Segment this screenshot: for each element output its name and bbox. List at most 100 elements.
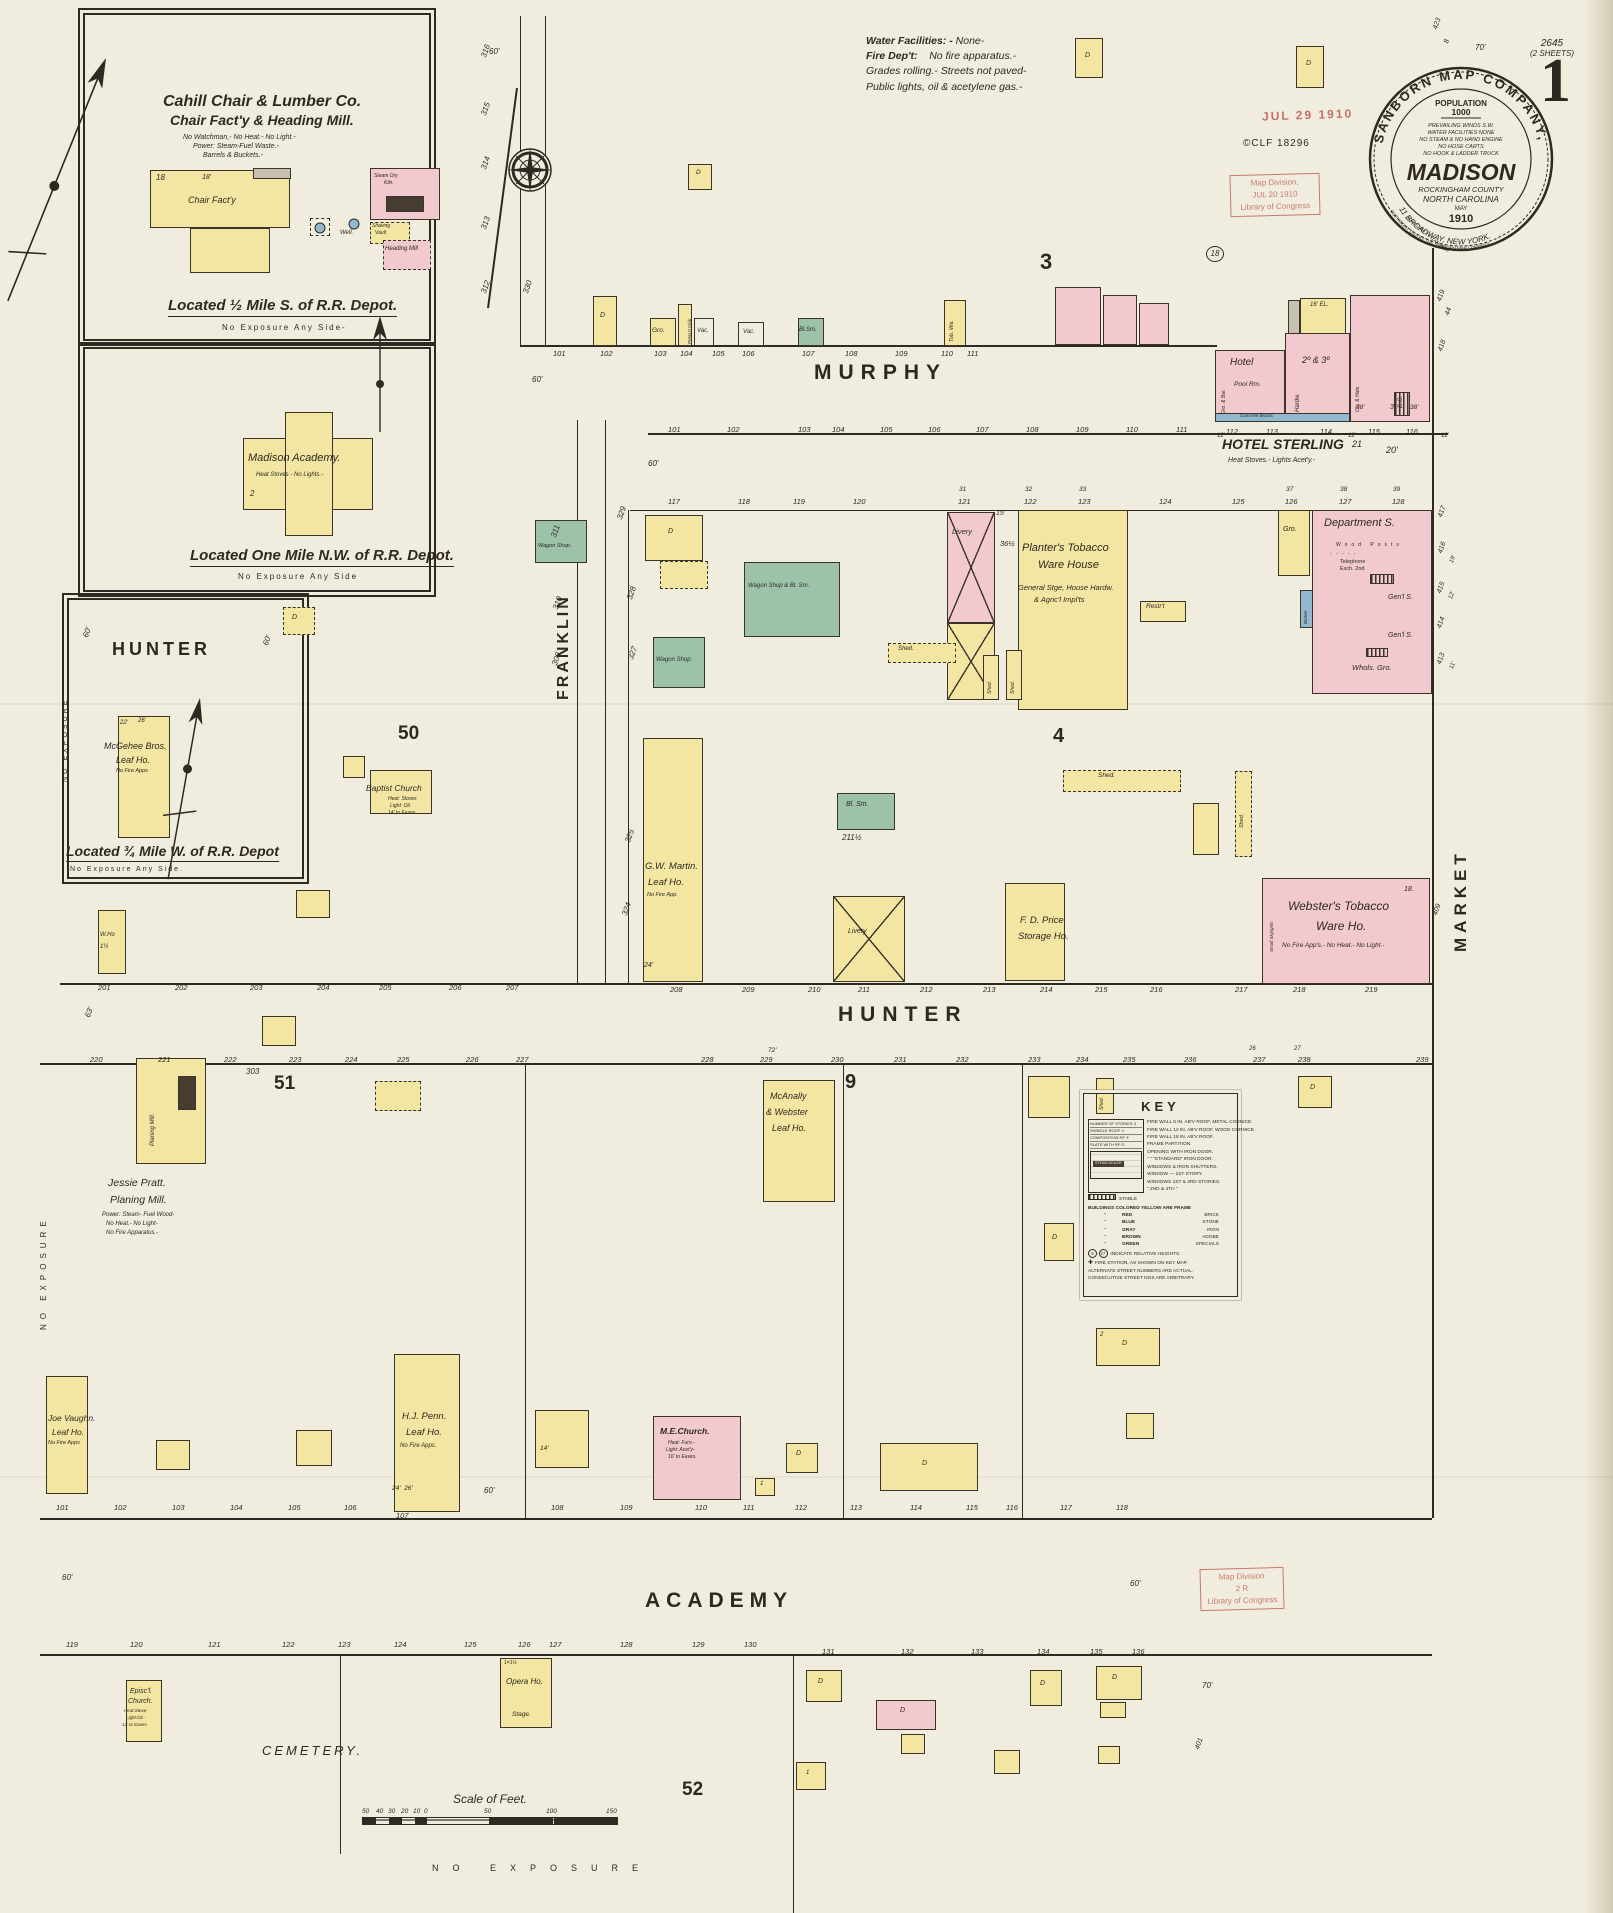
building (1300, 298, 1346, 334)
building (755, 1478, 775, 1496)
map-label: 106 (742, 349, 755, 358)
key-symbol-line: WINDOW — 1ST STORY. (1147, 1172, 1203, 1178)
north-arrow-icon (162, 698, 203, 880)
map-label: 109 (1076, 425, 1089, 434)
key-color-name: BROWN (1122, 1234, 1141, 1240)
map-label: 118 (738, 497, 750, 506)
scale-title: Scale of Feet. (452, 1792, 528, 1806)
me-church-label: M.E.Church. (660, 1426, 710, 1436)
map-label: D (922, 1460, 928, 1467)
opera-house-label: Opera Ho. (506, 1677, 543, 1686)
map-label: 232 (956, 1055, 969, 1064)
building (833, 896, 905, 982)
building (983, 655, 999, 700)
map-label: 26' (138, 718, 146, 724)
map-label: 32 (1025, 486, 1033, 493)
map-label: 220 (90, 1055, 103, 1064)
map-label: 208 (670, 985, 683, 994)
map-label: 101 (668, 425, 681, 434)
received-date-stamp: JUL 29 1910 (1261, 106, 1354, 124)
map-label: 120 (853, 497, 866, 506)
map-label: 316 (479, 43, 493, 59)
map-label: 115 (966, 1503, 978, 1512)
map-label: 103 (654, 349, 667, 358)
map-label: 209 (742, 985, 755, 994)
map-label: Hardw. (1295, 393, 1301, 412)
building (118, 716, 170, 838)
map-label: Storage Ho. (1018, 931, 1069, 942)
department-store-label: Department S. (1324, 517, 1395, 529)
key-color-meaning: SPECIALS (1195, 1241, 1219, 1247)
street-line (628, 510, 630, 983)
map-label: 18. (1404, 886, 1414, 893)
building (500, 1658, 552, 1728)
map-label: Livery (952, 527, 973, 536)
map-label: 16' EL. (1310, 302, 1329, 308)
map-label: Wagon Shop. (538, 543, 572, 549)
block-number-3: 3 (1040, 249, 1053, 274)
map-label: Wagon Shop. (656, 657, 693, 663)
map-label: 218 (1293, 985, 1306, 994)
key-symbol-line: " 2ND & 4TH " (1147, 1186, 1178, 1192)
map-label: 126 (518, 1640, 531, 1649)
inset3-location-note: Located ¾ Mile W. of R.R. Depot (66, 844, 279, 862)
map-label: Leaf Ho. (772, 1123, 807, 1133)
map-label: 223 (289, 1055, 302, 1064)
map-label: Steam Dry (374, 173, 398, 179)
map-label: Heading Mill (385, 246, 419, 252)
map-label: Ware House (1038, 559, 1099, 571)
map-label: NO EXPOSURE (432, 1863, 653, 1873)
cahill-title: Cahill Chair & Lumber Co. (163, 93, 362, 110)
building (1235, 771, 1252, 857)
map-label: 121 (208, 1640, 221, 1649)
map-label: 133 (971, 1647, 984, 1656)
height-marker-18: 18 (1206, 246, 1224, 262)
map-label: Planing Mill. (110, 1194, 167, 1206)
scale-tick: 100 (546, 1808, 557, 1815)
seal-fact: PREVAILING WINDS S.W. (1428, 123, 1494, 129)
map-label: Bl. Sm. (846, 801, 869, 808)
map-label: Light: Acet'y- (666, 1447, 695, 1453)
map-label: 63' (83, 1005, 96, 1019)
map-label: 213 (983, 985, 996, 994)
map-label: 108 (1026, 425, 1039, 434)
building (837, 793, 895, 830)
building (1278, 510, 1310, 576)
map-label: Light:Oil.- (126, 1715, 146, 1720)
building (1394, 392, 1410, 416)
map-label: Tob. Wa. (949, 320, 955, 342)
map-label: 107 (396, 1511, 409, 1520)
north-arrow-icon (7, 58, 106, 302)
map-label: 226 (466, 1055, 479, 1064)
key-color-name: RED (1122, 1213, 1133, 1219)
building (650, 318, 676, 346)
map-label: 313 (479, 215, 493, 231)
chair-factory-label: Chair Fact'y (188, 195, 236, 205)
building (738, 322, 764, 346)
building (888, 643, 956, 663)
map-label: 221 (158, 1055, 171, 1064)
map-label: D (900, 1707, 906, 1714)
map-label: Light: Oil. (390, 803, 412, 809)
block-number-51: 51 (274, 1073, 296, 1094)
map-label: Shed. (1098, 772, 1115, 779)
map-label: 417 (1437, 505, 1448, 519)
map-label: 206 (449, 983, 462, 992)
map-label: Barrels & Buckets.- (203, 152, 263, 159)
map-label: No Heat.- No Light- (106, 1221, 158, 1227)
key-symbol-line: FIRE WALL 12 IN. AB'V ROOF, WOOD CORNICE… (1147, 1127, 1256, 1133)
series-number: 2645 (2 SHEETS) (1530, 38, 1574, 58)
map-label: No Fire App. (647, 892, 678, 898)
hj-penn-label: H.J. Penn. (402, 1411, 447, 1422)
stable-hatch-icon (1088, 1194, 1116, 1201)
map-label: D (1085, 52, 1091, 59)
building (375, 1081, 421, 1111)
key-consecutive-note: CONSECUTIVE STREET NOS ARE ARBITRARY. (1088, 1276, 1195, 1282)
map-label: 107 (802, 349, 815, 358)
street-line (1022, 1063, 1024, 1520)
map-label: 108 (845, 349, 858, 358)
map-label: 113 (850, 1503, 862, 1512)
stamp-line: Library of Congress (1207, 1595, 1278, 1606)
map-label: 225 (397, 1055, 410, 1064)
